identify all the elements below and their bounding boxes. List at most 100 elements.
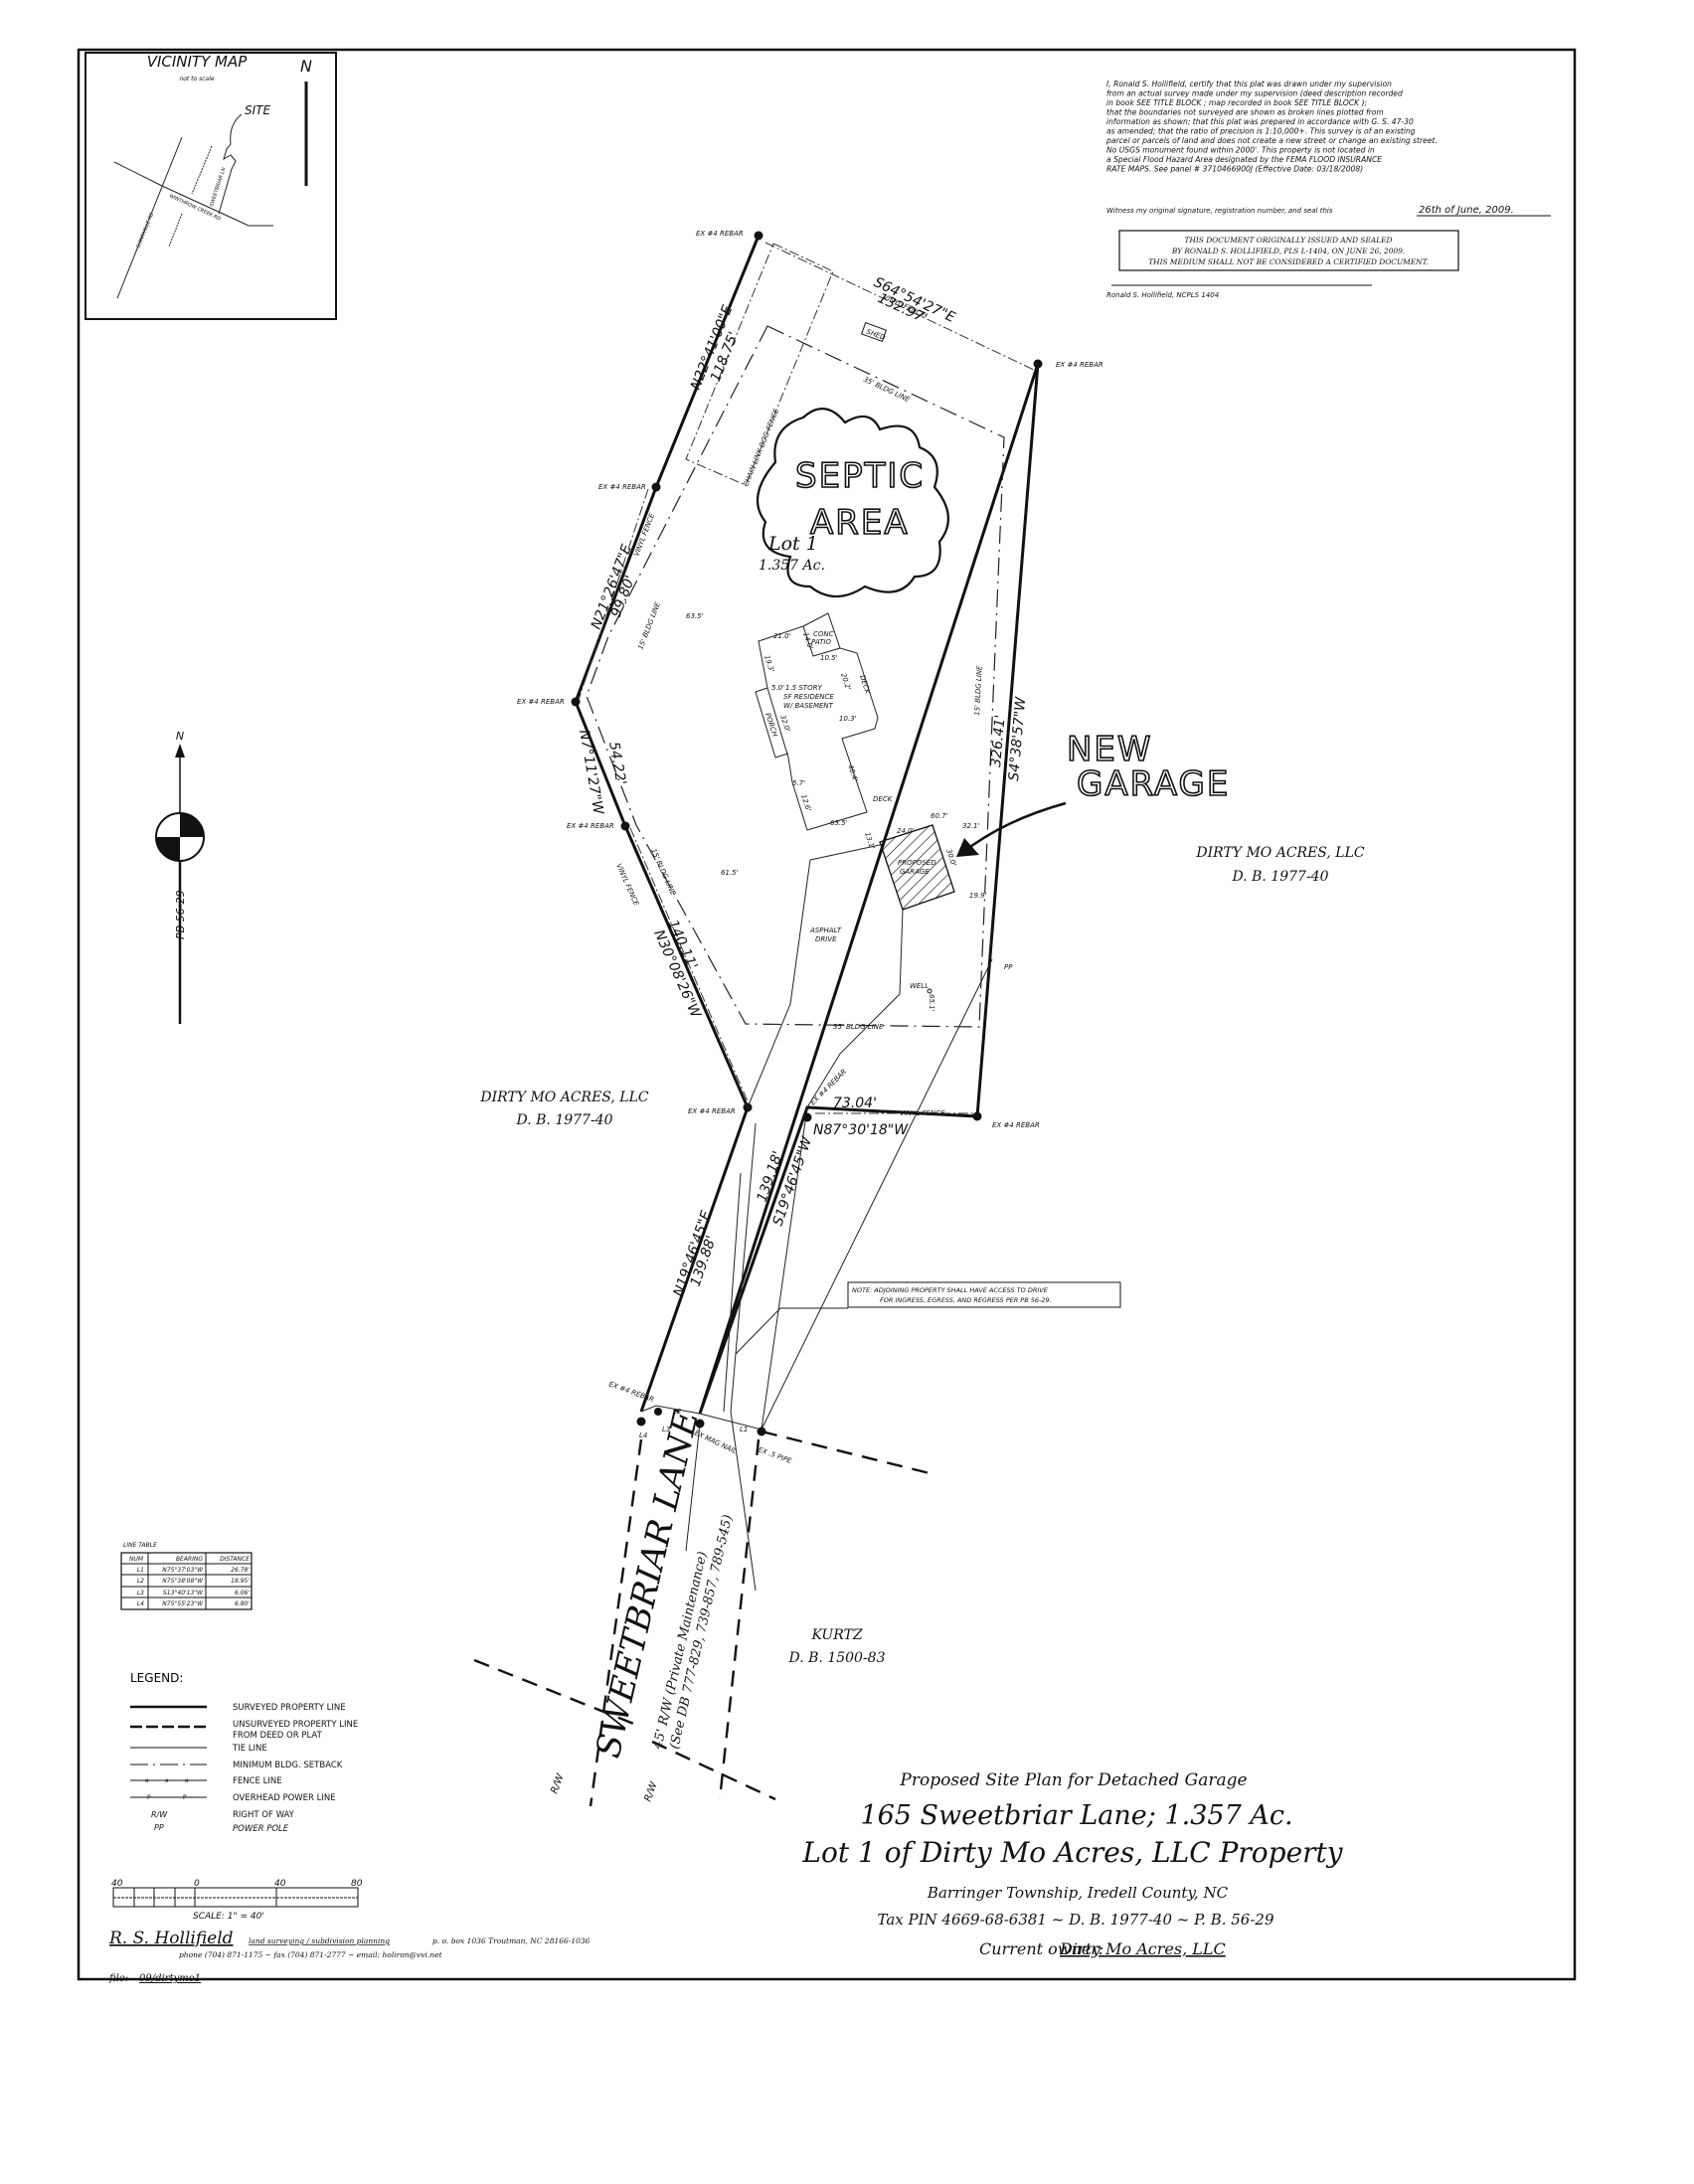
sheet-border [77,48,1577,1981]
cert-line: parcel or parcels of land and does not c… [1105,136,1438,145]
monument-label: EX #4 REBAR [598,483,646,491]
cert-line: I, Ronald S. Hollifield, certify that th… [1106,80,1392,88]
svg-text:6.06': 6.06' [235,1590,250,1596]
north-arrow: N PB 56-29 [155,730,205,1024]
vicinity-map-title: VICINITY MAP [147,53,249,71]
legend-item: FENCE LINE [233,1776,282,1786]
stamp-line: THIS DOCUMENT ORIGINALLY ISSUED AND SEAL… [1185,236,1393,245]
cert-line: information as shown; that this plat was… [1106,117,1414,126]
rw-label: R/W [549,1771,567,1795]
table-row: L2 N75°38'08"W 18.95' [137,1578,251,1585]
stamp-box [1118,230,1459,271]
well-label: WELL [910,982,929,990]
vicinity-road-label: SWEETBRIAR LN [209,167,227,208]
segment-label: L1 [740,1426,748,1433]
stamp-line: BY RONALD S. HOLLIFIELD, PLS L-1404, ON … [1171,247,1405,255]
bearing-label: 73.04' [833,1095,877,1111]
north-arrow-icon [175,744,185,757]
legend-item: POWER POLE [233,1824,289,1834]
north-label: N [176,730,184,743]
monument-label: EX #4 REBAR [517,698,565,706]
legend-item: RIGHT OF WAY [233,1810,295,1820]
deck-label: DECK [858,674,872,696]
svg-text:L4: L4 [137,1600,144,1607]
legend-item: UNSURVEYED PROPERTY LINE [233,1720,358,1730]
svg-text:x: x [145,1777,149,1784]
sweetbriar-lane-road: SWEETBRIAR LANE 45' R/W (Private Mainten… [473,1407,931,1807]
cert-line: RATE MAPS. See panel # 3710466900J (Effe… [1106,165,1363,174]
table-header: BEARING [176,1556,203,1563]
svg-text:N75°38'08"W: N75°38'08"W [162,1578,204,1585]
power-pole-label: PP [1004,963,1013,971]
stamp-line: THIS MEDIUM SHALL NOT BE CONSIDERED A CE… [1148,257,1429,266]
legend-item: TIE LINE [232,1744,267,1754]
setback-label: 35' BLDG LINE [833,1023,884,1031]
monument-label: EX .5 PIPE [757,1445,792,1465]
segment-label: L4 [639,1431,647,1439]
svg-text:18.95': 18.95' [231,1578,250,1585]
owner-name: Dirty Mo Acres, LLC [1059,1939,1226,1958]
dimension: 5.7' [792,779,805,787]
table-header: DISTANCE [220,1556,250,1563]
setback-label: 35' BLDG LINE [862,376,912,405]
svg-text:P: P [147,1794,151,1801]
dimension: 10.3' [839,715,857,723]
setback-label: 15' BLDG LINE [636,600,662,650]
plat-book-reference: PB 56-29 [174,890,187,939]
dimension: 32.1' [962,822,980,830]
bearing-label: 54.22' [605,741,628,786]
scale-bar: 40 0 40 80 SCALE: 1" = 40' [111,1879,363,1922]
rw-symbol: R/W [151,1810,168,1819]
note-text: NOTE: ADJOINING PROPERTY SHALL HAVE ACCE… [852,1286,1049,1294]
chain-link-dog-fence [685,243,834,486]
bearing-label: N87°30'18"W [813,1122,909,1138]
vicinity-road [116,136,183,299]
vicinity-map: VICINITY MAP not to scale N SITE SHINNVI… [85,52,337,320]
patio-label: CONC [813,630,834,638]
septic-label: AREA [810,503,910,543]
cert-line: that the boundaries not surveyed are sho… [1106,108,1384,117]
adjoiner-deed: D. B. 1977-40 [516,1112,613,1128]
dimension: 40.4' [846,763,859,782]
fence-label: VINYL FENCE [900,1109,945,1117]
monument-label: EX #4 REBAR [992,1121,1040,1129]
dimension: 60.7' [931,812,948,820]
file-name: 09/dirtymo1 [139,1973,201,1984]
cert-line: from an actual survey made under my supe… [1106,89,1403,98]
dimension: 63.5' [830,819,848,827]
tax-pin: Tax PIN 4669-68-6381 ~ D. B. 1977-40 ~ P… [877,1911,1273,1929]
svg-text:0: 0 [194,1879,200,1889]
septic-area-outline [756,408,949,598]
svg-text:x: x [185,1777,189,1784]
property-description: Lot 1 of Dirty Mo Acres, LLC Property [801,1836,1343,1869]
monument-label: EX #4 REBAR [688,1107,736,1115]
cert-line: a Special Flood Hazard Area designated b… [1106,155,1382,164]
adjoiner-name: DIRTY MO ACRES, LLC [479,1090,649,1105]
vicinity-site-label: SITE [245,103,270,117]
table-row: L3 S13°40'13"W 6.06' [137,1590,251,1596]
cert-line: as amended; that the ratio of precision … [1106,127,1416,136]
septic-label: SEPTIC [795,456,925,496]
segment-label: L3 [662,1426,670,1433]
bearing-label: S4°38'57"W [1006,696,1029,782]
cert-line: in book SEE TITLE BLOCK ; map recorded i… [1106,98,1368,107]
line-table-title: LINE TABLE [123,1542,157,1549]
svg-text:x: x [165,1777,169,1784]
plan-title: Proposed Site Plan for Detached Garage [899,1770,1247,1790]
township-county: Barringer Township, Iredell County, NC [927,1884,1229,1902]
legend-item: MINIMUM BLDG. SETBACK [233,1761,343,1770]
bearing-label: N7°11'27"W [576,729,606,817]
svg-text:N75°37'03"W: N75°37'03"W [162,1567,204,1574]
residence-label: 1.5 STORY [785,684,822,692]
setback-label: 15' BLDG LINE [973,665,984,716]
building-setback-line [586,325,1005,1028]
svg-text:N75°55'23"W: N75°55'23"W [162,1600,204,1607]
vicinity-site-marker [218,113,243,215]
drive-label: DRIVE [815,935,837,943]
bearing-label: 326.41' [988,714,1009,767]
fence-label: VINYL FENCE [614,863,640,908]
vicinity-road [113,161,273,227]
svg-text:L2: L2 [137,1578,144,1585]
dimension: 63.5' [686,612,704,620]
tie-lines-bottom [640,958,993,1430]
